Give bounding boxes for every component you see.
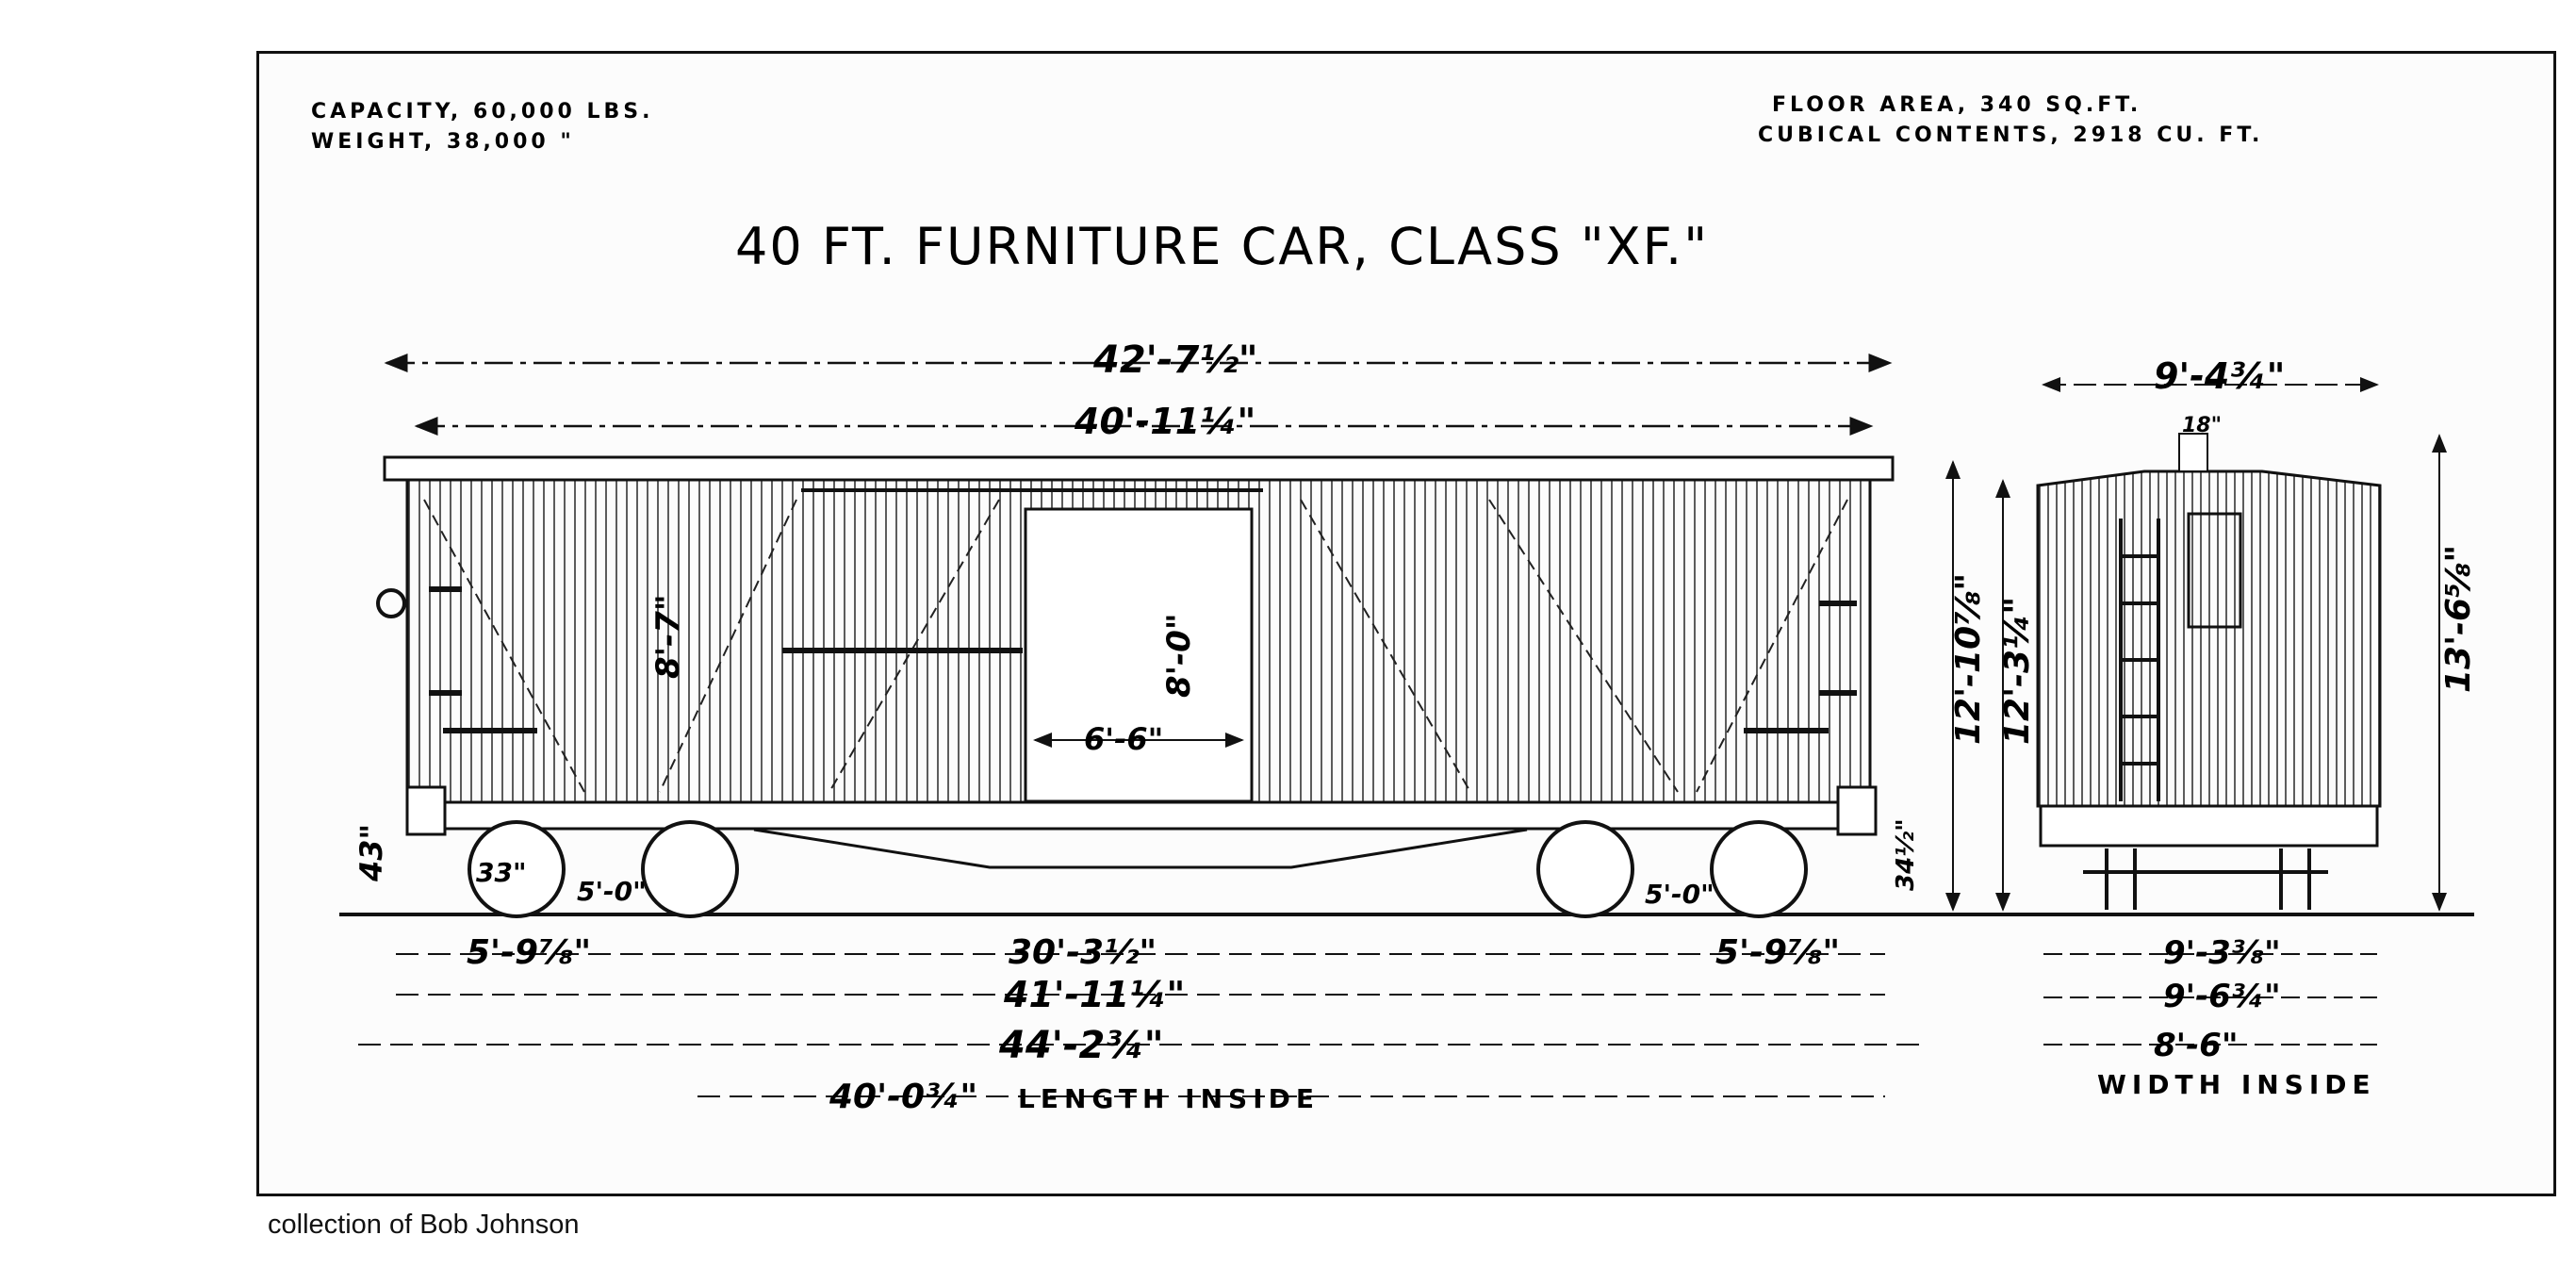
coupler-right [1836,785,1878,836]
roof [383,455,1895,482]
sill-height-label: 34½" [1892,818,1920,891]
side-sill [405,800,1872,831]
floor-area-text: FLOOR AREA, 340 SQ.FT. [1772,93,2141,117]
body-braces [423,499,1848,793]
coupler-left [405,785,447,836]
height-eave-label: 12'-10⅞" [1949,573,1988,745]
inside-width-value: 8'-6" [2154,1027,2239,1064]
end-door [2187,512,2242,629]
car-body-end [2036,469,2382,808]
inside-length-value: 40'-0¾" [829,1078,977,1116]
brake-wheel-icon [376,588,406,618]
running-board-label: 18" [2182,414,2222,437]
coupler-height-label: 43" [353,824,389,882]
running-board-end [2178,433,2208,472]
wheel-4 [1710,820,1808,918]
inside-width-label: WIDTH INSIDE [2097,1069,2376,1100]
wheel-3 [1536,820,1634,918]
side-door-opening [1024,507,1254,803]
wheel-2 [641,820,739,918]
over-couplers-label: 44'-2¾" [998,1024,1164,1067]
end-ladder [2119,519,2160,801]
grab-irons [429,586,1857,733]
end-height-label: 13'-6⅝" [2439,545,2478,693]
capacity-text: CAPACITY, 60,000 LBS. [311,100,654,124]
truck-centers-label: 30'-3½" [1009,933,1157,972]
cubical-contents-text: CUBICAL CONTENTS, 2918 CU. FT. [1758,124,2263,147]
eave-width-label: 9'-4¾" [2154,355,2285,397]
wheel-1 [468,820,566,918]
inside-length-label: LENGTH INSIDE [1018,1083,1320,1114]
width-1-label: 9'-3⅜" [2163,934,2281,972]
wheel-diameter-label: 33" [476,857,527,888]
body-length-label: 40'-11¼" [1074,401,1255,442]
door-width-label: 6'-6" [1084,721,1163,757]
truck-wheelbase-left-label: 5'-0" [577,876,647,907]
truss-rods [753,828,1528,869]
end-trucks [2083,848,2328,910]
end-sill [2039,804,2379,848]
width-2-label: 9'-6¾" [2163,978,2281,1015]
truck-wheelbase-right-label: 5'-0" [1645,879,1715,910]
height-roof-label: 12'-3¼" [1998,597,2037,745]
truck-overhang-left-label: 5'-9⅞" [467,933,591,972]
truck-overhang-right-label: 5'-9⅞" [1715,933,1840,972]
end-view: 9'-4¾" 18" 13'-6⅝" 9'-3⅜" 9'-6¾" 8'-6" W… [2036,355,2478,1100]
door-height-label: 8'-0" [1160,613,1198,698]
drawing-title: 40 FT. FURNITURE CAR, CLASS "XF." [735,217,1709,276]
side-view: 42'-7½" 40'-11¼" 8'-7" 8'-0" 6'-6" 43" 3… [339,338,2474,1116]
overall-length-label: 42'-7½" [1092,338,1258,382]
side-height-label: 8'-7" [649,594,687,679]
end-sills-label: 41'-11¼" [1003,974,1185,1015]
photo-credit: collection of Bob Johnson [268,1210,580,1240]
weight-text: WEIGHT, 38,000 " [311,130,575,154]
